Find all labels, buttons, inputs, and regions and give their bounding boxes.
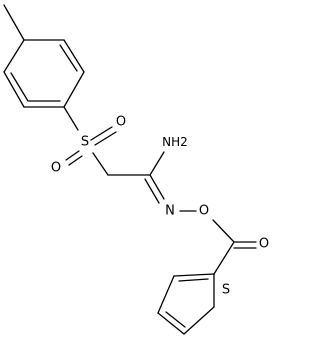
c-nh2-bond bbox=[149, 151, 165, 176]
carbonyl-o-label: O bbox=[259, 237, 269, 252]
thiophene-s-label: S bbox=[222, 283, 230, 298]
s-ch2-bond bbox=[92, 152, 109, 176]
oxime-o-label: O bbox=[199, 204, 209, 219]
thiophene-ring bbox=[157, 273, 215, 335]
c-n-double-bond-2 bbox=[144, 178, 160, 204]
amine-label: NH2 bbox=[162, 135, 188, 149]
methyl-bond bbox=[3, 4, 25, 41]
tolyl-ring bbox=[3, 39, 85, 108]
s-o-upper-bond-1 bbox=[90, 126, 113, 141]
sulfonyl-o-lower-label: O bbox=[51, 161, 61, 176]
carbonyl-thiophene-bond bbox=[213, 241, 235, 275]
s-o-lower-bond-1 bbox=[65, 150, 80, 161]
aryl-s-bond bbox=[63, 106, 79, 131]
o-carbonyl-bond bbox=[212, 219, 235, 243]
s-o-upper-bond-2 bbox=[94, 131, 117, 146]
chemical-structure: S O O NH2 N O O S bbox=[3, 4, 269, 335]
imine-n-label: N bbox=[165, 204, 175, 219]
s-o-lower-bond-2 bbox=[68, 155, 83, 166]
sulfonyl-o-upper-label: O bbox=[116, 115, 126, 130]
c-n-double-bond-1 bbox=[149, 174, 165, 200]
sulfonyl-s-label: S bbox=[81, 135, 89, 150]
